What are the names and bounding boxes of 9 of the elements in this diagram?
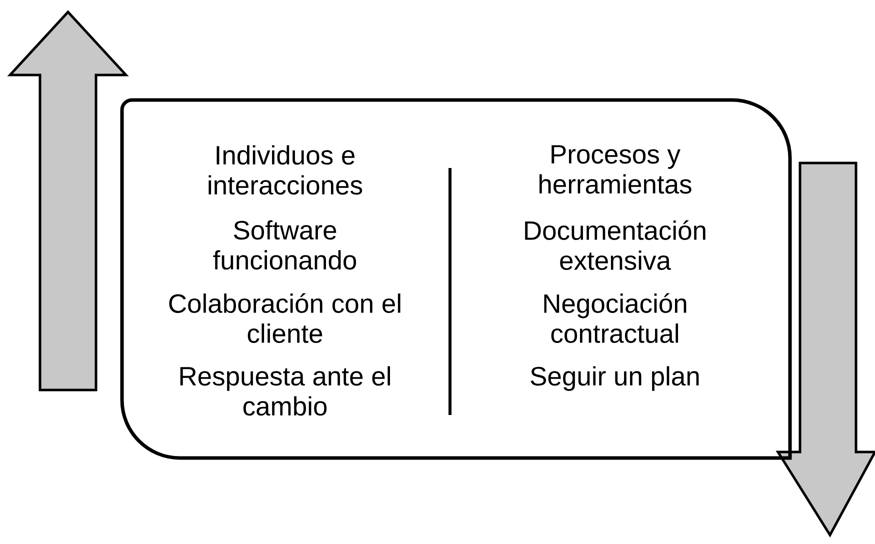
value-text: Negociación contractual: [544, 293, 686, 343]
value-text: Seguir un plan: [530, 366, 699, 391]
value-text: Colaboración con el cliente: [169, 293, 400, 343]
value-text: Individuos e interacciones: [208, 145, 362, 195]
value-text: Respuesta ante el cambio: [180, 366, 390, 416]
value-text: Documentación extensiva: [525, 220, 706, 270]
values-panel: [120, 98, 792, 460]
value-text: Software funcionando: [213, 220, 356, 270]
value-text: Procesos y herramientas: [540, 145, 692, 194]
